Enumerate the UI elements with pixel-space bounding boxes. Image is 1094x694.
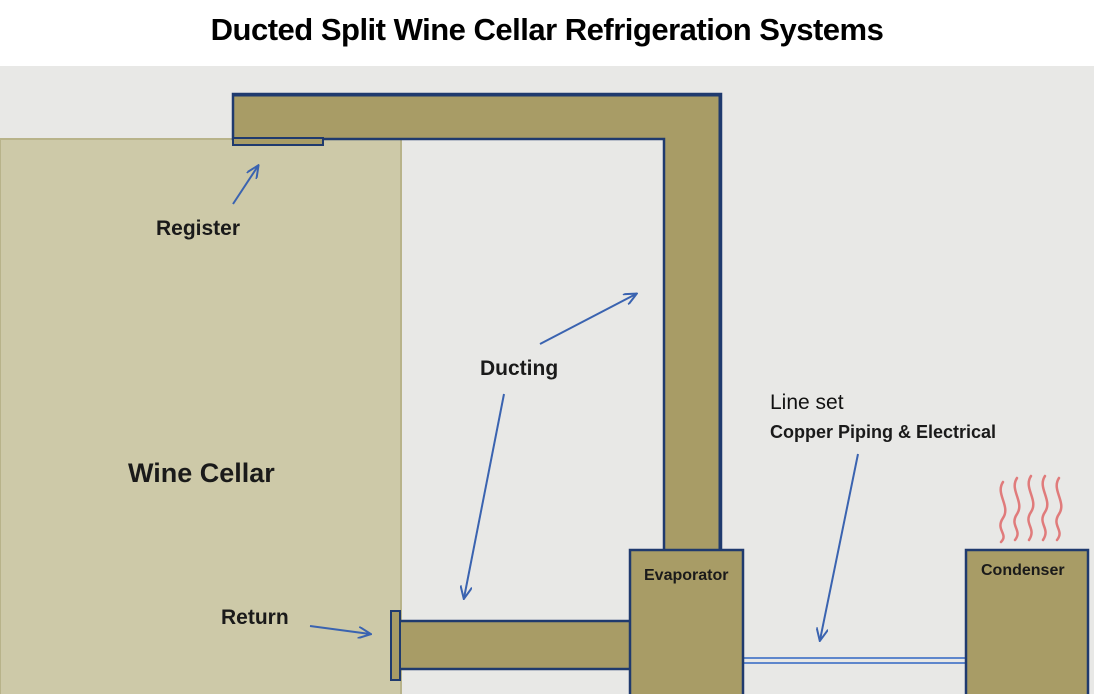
return-duct [396,619,634,671]
line-set-arrow [820,453,859,640]
ducting-arrow-up [539,294,636,345]
ducting-arrow-down [464,393,505,598]
heat-waves-icon [999,474,1063,544]
register-label: Register [156,217,241,240]
return-label: Return [221,606,289,629]
return-grille [390,610,401,681]
ducting-label: Ducting [480,357,559,380]
wine-cellar-label: Wine Cellar [128,458,275,488]
evaporator-unit [628,548,745,694]
register-grille [232,137,324,146]
wine-cellar-room [0,138,402,694]
condenser-unit [964,548,1090,694]
condenser-label: Condenser [981,562,1065,579]
line-set-detail-label: Copper Piping & Electrical [770,422,997,442]
evaporator-label: Evaporator [644,567,729,584]
return-arrow [309,625,370,634]
register-arrow [232,166,258,205]
page-title: Ducted Split Wine Cellar Refrigeration S… [210,12,884,47]
line-set-label: Line set [770,391,844,414]
